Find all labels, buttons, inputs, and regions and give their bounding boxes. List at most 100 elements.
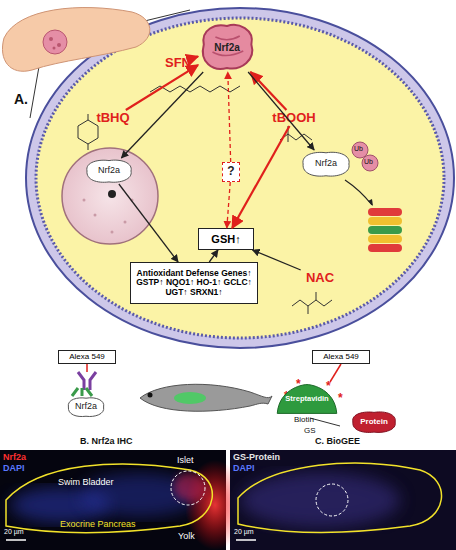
arrow-connector	[119, 184, 178, 262]
zebrafish	[140, 384, 272, 411]
micrograph-b	[0, 450, 245, 550]
proteasome	[368, 235, 402, 243]
node-text: GSH↑	[211, 233, 240, 245]
process-box: GSH↑	[198, 228, 254, 250]
node-text: Antioxidant Defense Genes↑	[137, 269, 252, 278]
node-text: Alexa 549	[69, 353, 105, 362]
fluorophore-box: Alexa 549	[312, 350, 370, 364]
nucleus	[62, 148, 158, 244]
arrow-connector	[126, 65, 198, 110]
biotin-link	[310, 418, 340, 426]
biotin-link: * * * *	[284, 364, 343, 426]
node-text: Nrf2a	[98, 166, 120, 176]
node-text: Streptavidin	[285, 395, 328, 403]
pancreas	[57, 43, 61, 47]
channel-legend: GS-Protein	[233, 453, 280, 463]
chemical-structure	[280, 126, 312, 142]
proteasome	[345, 180, 402, 252]
micrograph-b	[6, 539, 26, 541]
proteasome	[368, 199, 373, 206]
tissue-label: Islet	[177, 456, 194, 466]
pancreas	[2, 8, 149, 72]
node-text: NAC	[306, 271, 334, 285]
chemical-structure	[88, 114, 89, 150]
protein-blob: Protein	[350, 410, 398, 434]
micrograph-b	[6, 464, 212, 533]
protein-blob: Nrf2a	[84, 158, 134, 184]
compound-label: tBHQ	[92, 110, 134, 126]
tissue-label: Exocrine Pancreas	[60, 520, 136, 530]
channel-legend: Nrf2a	[3, 453, 26, 463]
tissue-label: Swim Bladder	[58, 478, 114, 488]
pancreas	[2, 8, 149, 72]
compound-label: NAC	[300, 270, 340, 286]
panel-letter: A.	[14, 92, 28, 107]
cell	[36, 18, 444, 338]
chemical-structure	[292, 292, 332, 314]
antibody	[72, 388, 92, 396]
zebrafish	[174, 392, 206, 404]
ubiquitin	[352, 142, 368, 158]
unknown-box: ?	[222, 162, 240, 182]
nucleus	[83, 199, 86, 202]
panel-title: C. BioGEE	[315, 437, 360, 447]
micrograph-c	[230, 450, 456, 550]
micrograph-c	[238, 463, 442, 532]
fluorophore-box: Alexa 549	[58, 350, 116, 364]
streptavidin-shape: Streptavidin	[276, 384, 338, 414]
arrow-connector	[253, 250, 301, 270]
micrograph-b	[171, 471, 205, 505]
tissue-label: Yolk	[178, 532, 195, 542]
protein-blob: Nrf2a	[66, 396, 106, 418]
proteasome	[368, 217, 402, 225]
biotin-link	[330, 364, 341, 382]
biotin-link: *	[326, 379, 331, 393]
nucleus	[124, 221, 127, 224]
micrograph-c	[236, 539, 256, 541]
compound-label: SFN	[160, 55, 196, 71]
protein-blob: Nrf2a	[198, 22, 256, 72]
arrow-connector	[121, 72, 203, 158]
node-text: Nrf2a	[315, 159, 337, 169]
molecule-label: GS	[304, 427, 316, 436]
nucleus	[62, 148, 158, 244]
channel-legend: DAPI	[233, 464, 255, 474]
channel-legend: DAPI	[3, 464, 25, 474]
pancreas	[49, 37, 53, 41]
zebrafish	[140, 384, 272, 411]
molecule-label: Biotin	[294, 416, 314, 425]
chemical-structure	[78, 120, 98, 144]
nucleus	[108, 190, 116, 198]
biotin-link: *	[338, 391, 343, 405]
protein-blob: Nrf2a	[300, 150, 352, 178]
ubiquitin	[352, 142, 378, 171]
arrow-connector	[232, 126, 289, 228]
compound-label: tBOOH	[268, 110, 320, 126]
node-text: tBHQ	[96, 111, 129, 125]
node-body: GSTP↑ NQO1↑ HO-1↑ GCLC↑ UGT↑ SRXN1↑	[135, 278, 253, 297]
ubiquitin-label: Ub	[354, 145, 363, 153]
proteasome	[368, 244, 402, 252]
arrow-connector	[209, 250, 218, 262]
proteasome	[368, 208, 402, 216]
chemical-structure	[150, 86, 240, 92]
proteasome	[368, 226, 402, 234]
gene-box: Antioxidant Defense Genes↑GSTP↑ NQO1↑ HO…	[130, 262, 258, 304]
ubiquitin-label: Ub	[364, 158, 373, 166]
node-text: SFN	[165, 56, 191, 70]
scale-label: 20 µm	[234, 528, 254, 536]
antibody	[86, 364, 88, 372]
node-text: tBOOH	[272, 111, 315, 125]
micrograph-c	[240, 472, 400, 528]
arrow-connector	[228, 72, 231, 162]
zebrafish	[148, 393, 153, 398]
pancreas	[43, 30, 67, 54]
pancreas	[53, 47, 56, 50]
nucleus	[111, 231, 114, 234]
micrograph-b	[174, 473, 206, 501]
arrow-connector	[251, 72, 287, 110]
micrograph-c	[316, 484, 348, 516]
node-text: Nrf2a	[214, 42, 240, 53]
cell	[26, 8, 454, 348]
